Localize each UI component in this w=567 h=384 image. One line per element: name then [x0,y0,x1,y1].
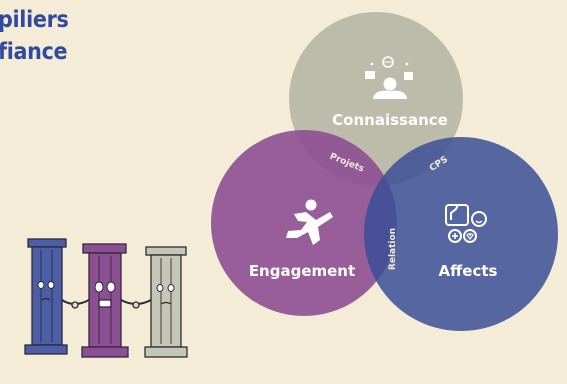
pillar-left [24,238,68,355]
emotions-icon [445,204,487,243]
three-pillars-holding-hands-icon [24,238,188,358]
engagement-label: Engagement [249,262,355,280]
connaissance-label: Connaissance [332,111,448,129]
jumping-person-icon [286,199,333,245]
learning-globe-icon [365,56,413,99]
pillar-right [144,246,188,358]
title-line-2: fiance [0,39,68,65]
title-line-1: piliers [0,7,69,33]
overlap-relation-label: Relation [388,228,398,270]
circle-engagement [211,130,397,316]
affects-label: Affects [439,262,498,280]
page-title: piliers fiance [0,4,69,68]
pillar-middle [81,243,129,358]
